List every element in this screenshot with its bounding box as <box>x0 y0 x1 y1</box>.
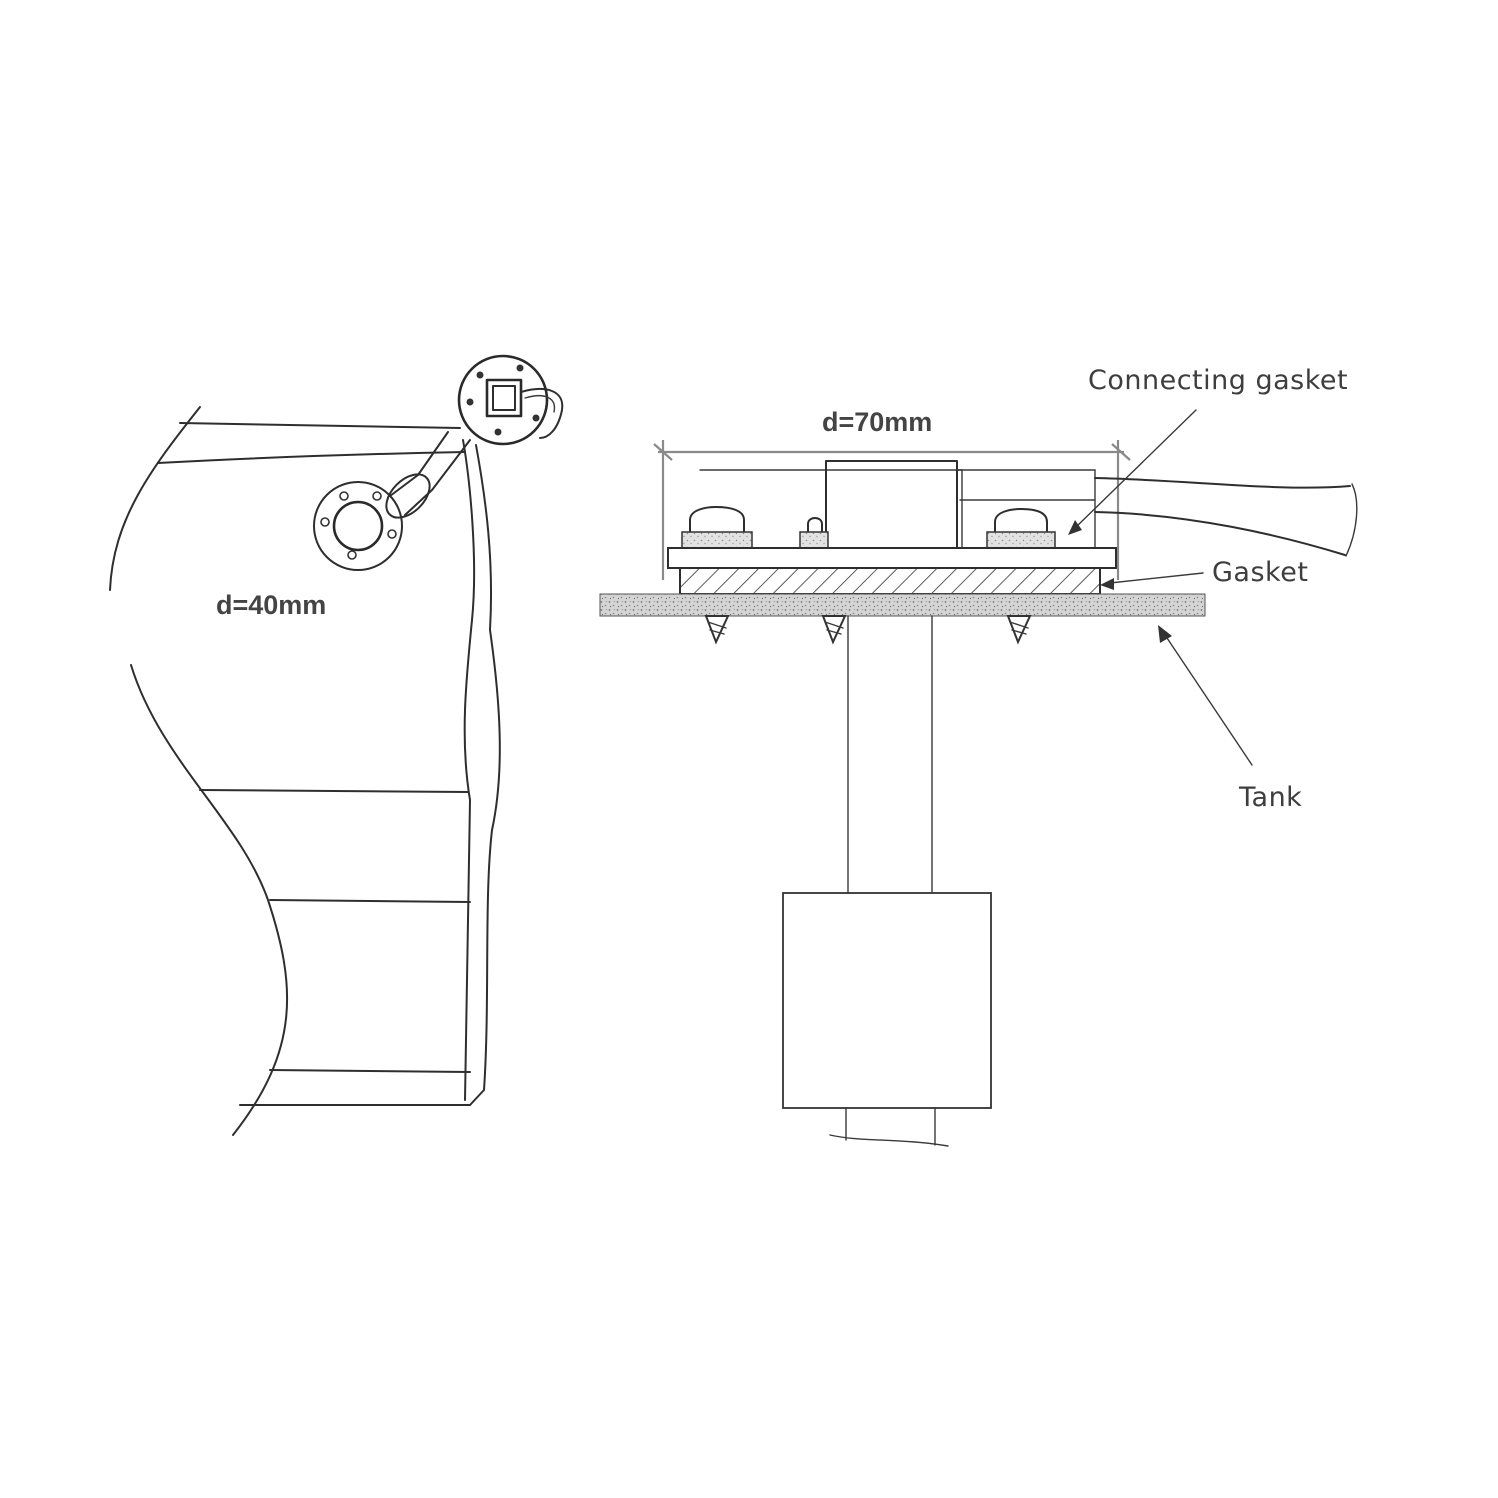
gasket-layer <box>679 567 1101 595</box>
tank-mounting-flange <box>313 481 403 571</box>
tank-label: Tank <box>1239 782 1303 813</box>
float <box>782 892 992 1109</box>
gasket-label: Gasket <box>1212 557 1309 588</box>
leader-lines <box>1068 409 1253 766</box>
dimension-line-70mm <box>653 440 1131 580</box>
sensor-tube <box>829 615 949 1147</box>
connecting-gasket-label: Connecting gasket <box>1088 365 1349 396</box>
diameter-40mm-label: d=40mm <box>216 590 327 620</box>
sensor-head-section <box>681 460 1358 557</box>
diameter-70mm-label: d=70mm <box>822 407 933 437</box>
tank-body <box>109 406 501 1136</box>
tank-wall-section <box>599 593 1206 645</box>
installed-sensor-probe <box>385 354 564 519</box>
connecting-gasket-plate <box>667 547 1117 569</box>
